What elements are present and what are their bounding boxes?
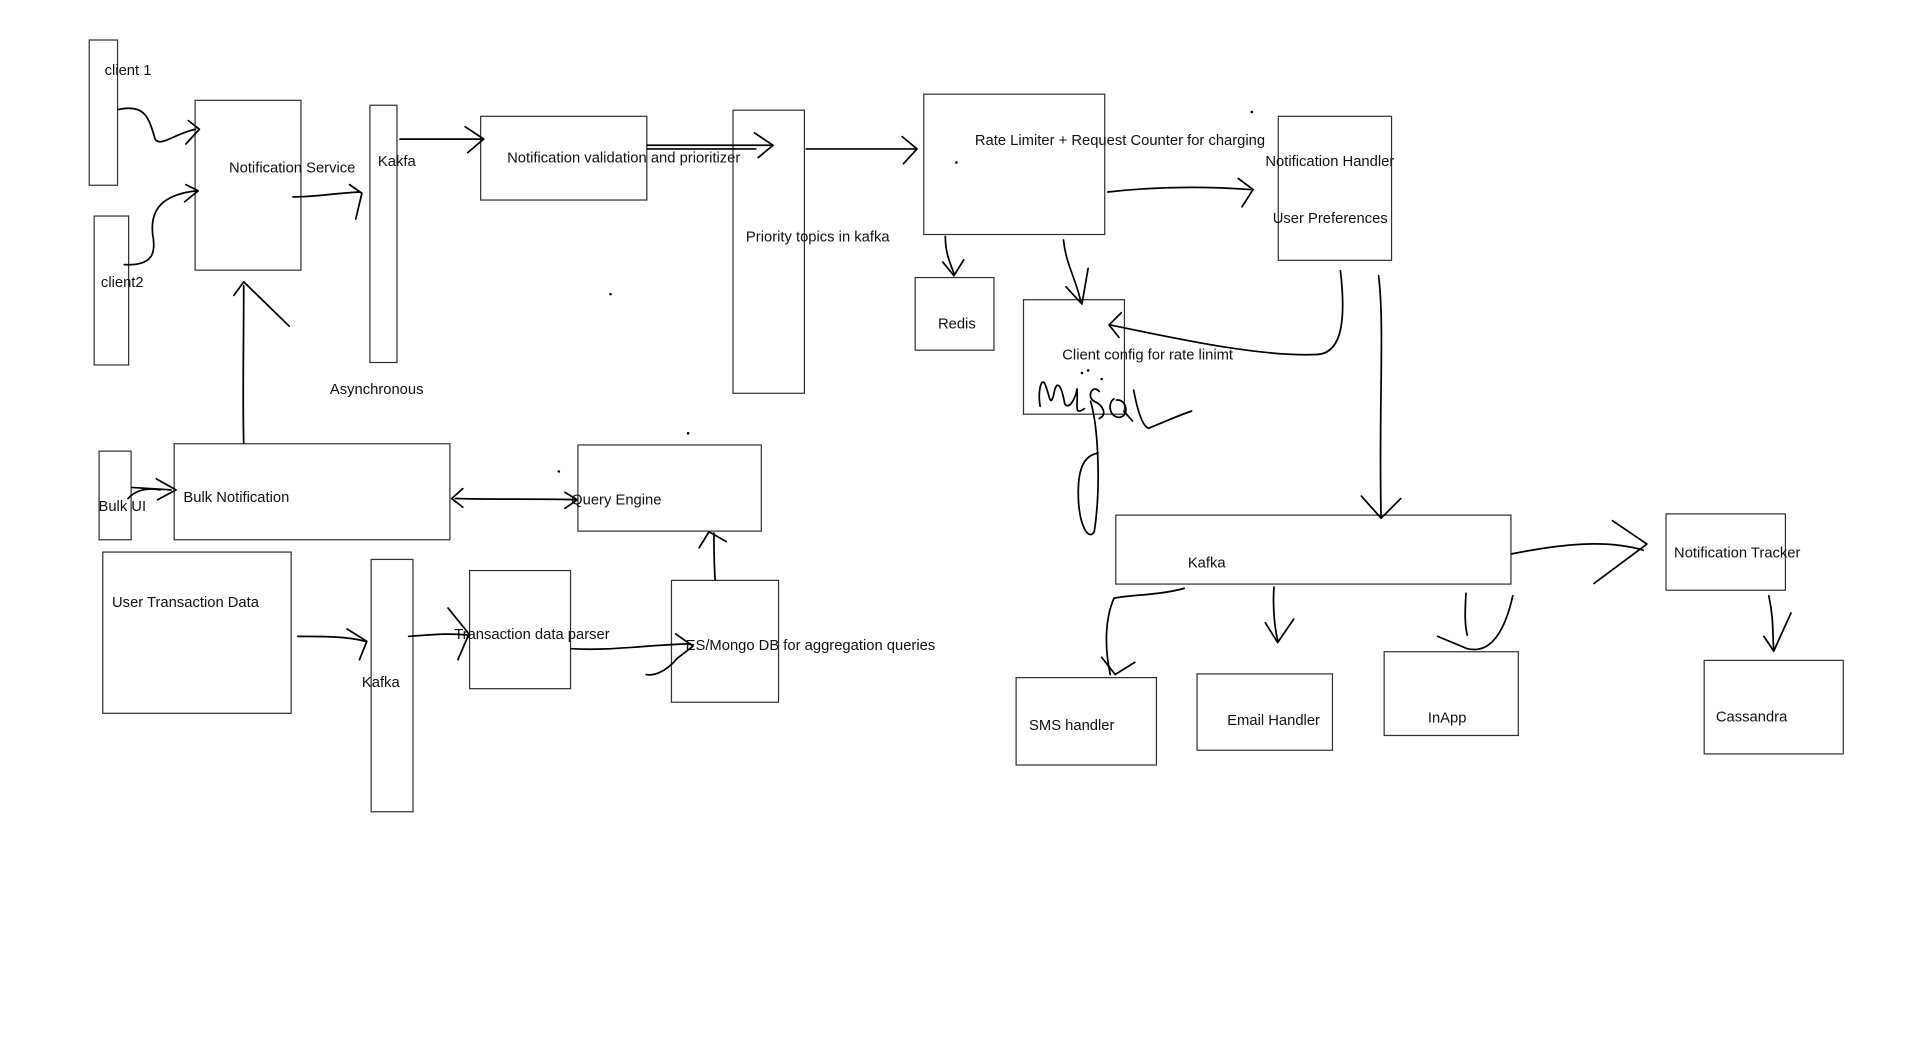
arrowhead [346,628,368,661]
arrow-kafka-to-email [1272,586,1279,641]
asynchronous-label: Asynchronous [329,380,424,398]
notification-handler-box [1277,115,1393,261]
cassandra-label: Cassandra [1715,707,1788,726]
notification-validation-label: Notification validation and prioritizer [507,148,741,167]
stray-dot [1080,371,1083,374]
bulk-ui-box [98,450,132,541]
es-mongo-label: ES/Mongo DB for aggregation queries [685,636,936,654]
arrow-es-to-query [713,532,717,581]
kafka-bottom-box [370,558,414,813]
bulk-notification-label: Bulk Notification [183,488,290,506]
inapp-box [1383,651,1519,737]
kafka-right-box [1115,514,1512,585]
rate-limiter-box [923,93,1106,236]
client2-box [93,215,130,366]
notification-tracker-label: Notification Tracker [1674,544,1801,562]
arrow-client2-to-service [123,189,198,266]
cassandra-box [1703,659,1844,755]
arrow-bulk-query [454,497,579,501]
arrow-kafka-to-tracker [1510,543,1645,555]
handwritten-mysql [1132,389,1193,430]
notification-tracker-box [1665,513,1787,591]
arrowhead [1237,177,1254,208]
arrowhead [1593,519,1648,585]
notification-service-box [194,99,302,271]
stray-dot [955,161,958,164]
arrowhead [901,135,918,165]
user-transaction-data-box [102,551,292,714]
stray-dot [1100,377,1103,380]
stray-dot [1086,369,1089,372]
client-config-label: Client config for rate linimt [1062,345,1234,364]
client2-label: client2 [100,273,144,291]
kafka-bottom-label: Kafka [361,673,400,691]
arrowhead [698,530,728,549]
arrow-kafka-to-sms [1105,587,1185,676]
sms-handler-box [1015,676,1158,766]
stray-dot [1250,110,1253,113]
rate-limiter-label: Rate Limiter + Request Counter for charg… [974,131,1266,149]
arrow-utd-to-kafka [297,635,367,643]
inapp-label: InApp [1427,708,1467,727]
notification-handler-label: Notification Handler [1265,152,1395,170]
priority-topics-box [732,109,806,394]
arrow-bulkui-to-bulk [130,486,172,491]
priority-topics-label: Priority topics in kafka [745,227,890,245]
arrowhead [348,183,363,220]
transaction-parser-label: Transaction data parser [454,625,610,643]
arrow-ratelimiter-to-config [1062,239,1082,303]
client1-label: client 1 [104,61,152,79]
notification-service-label: Notification Service [228,158,356,177]
kafka-top-box [369,104,398,364]
arrow-kafka-to-inapp [1464,592,1469,637]
kafka-right-label: Kafka [1187,553,1226,572]
config-loop-stroke [1077,400,1099,536]
redis-box [914,276,995,351]
arrow-ratelimiter-to-handler [1106,186,1252,193]
stray-dot [609,292,612,295]
arrowhead [233,281,291,328]
arrow-client1-to-service [117,107,197,143]
sms-handler-label: SMS handler [1029,716,1115,734]
user-preferences-label: User Preferences [1272,209,1388,227]
query-engine-box [577,444,762,532]
arrow-handler-to-config [1109,269,1344,356]
arrow-handler-to-kafka [1377,274,1383,518]
arrow-tracker-to-cassandra [1767,594,1775,651]
email-handler-box [1196,673,1334,751]
arrowhead [1763,612,1792,653]
arrowhead [1100,656,1136,676]
arrowhead [1436,594,1514,651]
stray-dot [686,432,689,434]
arrow-bulk-to-service [242,284,245,444]
user-transaction-data-label: User Transaction Data [112,593,259,611]
notification-validation-box [480,115,648,201]
redis-label: Redis [937,315,976,333]
query-engine-label: Query Engine [571,491,662,509]
stray-dot [557,470,560,473]
arrow-ratelimiter-to-redis [944,235,955,275]
arrowhead [942,258,965,277]
kafka-top-label: Kakfa [377,152,416,170]
email-handler-label: Email Handler [1227,711,1320,729]
arrowhead [1264,618,1295,644]
arrow-service-to-kafka [292,191,361,198]
arrowhead [450,487,464,508]
bulk-ui-label: Bulk UI [98,497,147,515]
